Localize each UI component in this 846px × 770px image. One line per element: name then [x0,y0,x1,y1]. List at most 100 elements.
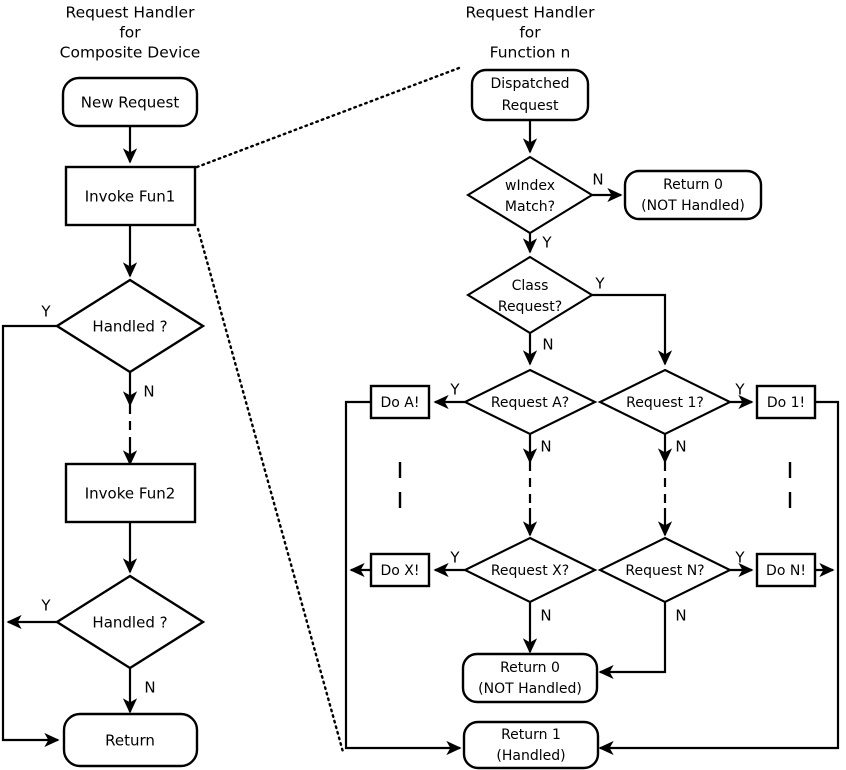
node-class-request[interactable]: Class Request? [465,255,595,335]
label-class-no: N [542,336,553,354]
node-return[interactable]: Return [62,712,199,768]
label-handled1-yes: Y [40,303,51,321]
edge-right-rail-to-return1 [598,400,840,756]
request-x-shape[interactable] [462,536,598,604]
node-return0-top[interactable]: Return 0 (NOT Handled) [623,169,763,221]
windex-match-label-1: wIndex [505,178,555,194]
edge-rail-to-return [1,732,60,748]
label-requestn-yes: Y [734,549,745,567]
label-windex-no: N [592,171,603,189]
node-dispatched-request[interactable]: Dispatched Request [470,68,590,122]
label-handled2-no: N [144,679,155,697]
do-a-label: Do A! [381,395,420,411]
node-handled-2[interactable]: Handled ? [54,574,206,670]
label-requesta-yes: Y [449,381,460,399]
edge-requestn-no-to-return0 [598,602,667,680]
label-requestx-no: N [540,607,551,625]
windex-match-shape[interactable] [465,155,595,235]
return-shape[interactable] [62,712,199,768]
node-do-a[interactable]: Do A! [369,384,431,420]
node-windex-match[interactable]: wIndex Match? [465,155,595,235]
ellipsis-marks [398,462,792,508]
return0-bottom-shape[interactable] [461,652,599,704]
invoke-fun1-shape[interactable] [64,165,197,227]
edge-left-rail-to-return1 [344,400,462,756]
request-1-label: Request 1? [626,395,704,411]
return0-top-label-2: (NOT Handled) [641,198,745,214]
edge-handled1-yes-to-rail [1,324,57,735]
label-requestx-yes: Y [449,549,460,567]
callout-line-lower [196,227,345,754]
do-1-label: Do 1! [767,395,805,411]
do-a-shape[interactable] [369,384,431,420]
left-column-title: Request Handler for Composite Device [60,4,201,62]
node-request-n[interactable]: Request N? [597,536,733,604]
return1-label-2: (Handled) [496,748,565,764]
label-class-yes: Y [594,275,605,293]
right-connectors [344,120,840,756]
invoke-fun2-shape[interactable] [64,462,197,524]
handled-1-shape[interactable] [54,278,206,374]
right-title-line-3: Function n [490,44,571,62]
label-handled2-yes: Y [40,597,51,615]
windex-match-label-2: Match? [505,199,555,215]
do-1-shape[interactable] [755,384,817,420]
dispatched-request-label-1: Dispatched [491,76,570,92]
invoke-fun2-label: Invoke Fun2 [85,485,176,503]
return0-bottom-label-2: (NOT Handled) [478,681,582,697]
label-requesta-no: N [540,438,551,456]
label-handled1-no: N [143,383,154,401]
request-a-label: Request A? [491,395,569,411]
new-request-label: New Request [81,94,180,112]
class-request-shape[interactable] [465,255,595,335]
left-connectors [1,126,138,748]
do-x-label: Do X! [381,563,420,579]
callout-dotted-lines [195,66,461,754]
right-title-line-2: for [519,24,541,42]
handled-1-label: Handled ? [92,318,167,336]
dispatched-request-shape[interactable] [470,68,590,122]
do-n-label: Do N! [766,563,806,579]
label-requestn-no: N [675,607,686,625]
label-windex-yes: Y [541,234,552,252]
return0-top-label-1: Return 0 [663,177,723,193]
node-new-request[interactable]: New Request [61,76,199,128]
callout-line-upper [195,66,461,169]
node-invoke-fun1[interactable]: Invoke Fun1 [64,165,197,227]
new-request-shape[interactable] [61,76,199,128]
request-x-label: Request X? [491,563,569,579]
node-return0-bottom[interactable]: Return 0 (NOT Handled) [461,652,599,704]
node-do-n[interactable]: Do N! [755,552,817,588]
return1-shape[interactable] [462,720,600,770]
handled-2-label: Handled ? [92,614,167,632]
return1-label-1: Return 1 [501,727,561,743]
node-return1[interactable]: Return 1 (Handled) [462,720,600,770]
handled-2-shape[interactable] [54,574,206,670]
do-n-shape[interactable] [755,552,817,588]
label-request1-yes: Y [734,381,745,399]
node-request-x[interactable]: Request X? [462,536,598,604]
request-1-shape[interactable] [597,368,733,436]
label-request1-no: N [675,438,686,456]
return0-top-shape[interactable] [623,169,763,221]
right-title-line-1: Request Handler [466,4,596,22]
request-n-shape[interactable] [597,536,733,604]
class-request-label-1: Class [512,278,549,294]
invoke-fun1-label: Invoke Fun1 [85,188,176,206]
node-do-x[interactable]: Do X! [369,552,431,588]
do-x-shape[interactable] [369,552,431,588]
node-invoke-fun2[interactable]: Invoke Fun2 [64,462,197,524]
node-do-1[interactable]: Do 1! [755,384,817,420]
node-request-a[interactable]: Request A? [462,368,598,436]
right-edge-labels: N Y Y N Y N Y N Y N Y N [449,171,745,625]
class-request-label-2: Request? [498,299,562,315]
return-label: Return [105,732,155,750]
edge-class-yes-to-request1 [592,293,673,366]
left-title-line-1: Request Handler [66,4,196,22]
left-edge-labels: Y N Y N [40,303,155,697]
request-a-shape[interactable] [462,368,598,436]
node-request-1[interactable]: Request 1? [597,368,733,436]
node-handled-1[interactable]: Handled ? [54,278,206,374]
